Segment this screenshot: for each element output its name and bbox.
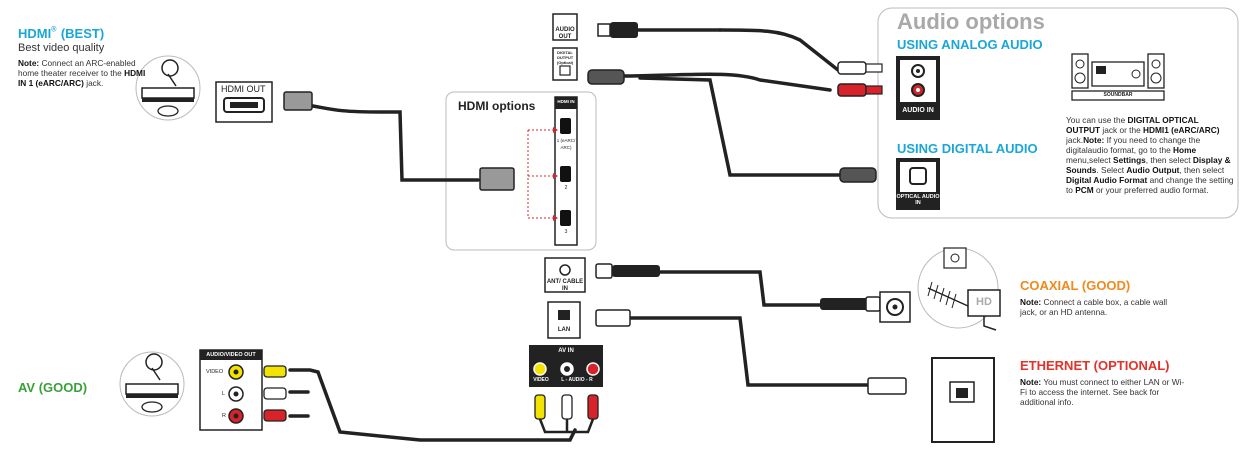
ethernet-title: ETHERNET (OPTIONAL) bbox=[1020, 358, 1170, 373]
audio-note-b3: Note: bbox=[1083, 135, 1105, 145]
av-out-label: AUDIO/VIDEO OUT bbox=[206, 352, 256, 358]
analog-audio-title: USING ANALOG AUDIO bbox=[897, 37, 1043, 52]
ethernet-note-label: Note: bbox=[1020, 377, 1042, 387]
av-audio-label: L - AUDIO - R bbox=[561, 377, 593, 383]
hdmi-rating: (BEST) bbox=[60, 26, 105, 41]
ethernet-note: Note: You must connect to either LAN or … bbox=[1020, 377, 1190, 407]
lan-label: LAN bbox=[557, 327, 571, 333]
hdmi-note-text-2: jack. bbox=[83, 78, 104, 88]
av-in-label: AV IN bbox=[558, 348, 574, 354]
audio-note-4: If you need to change the digitalaudio f… bbox=[1066, 135, 1201, 155]
lan-jack bbox=[547, 301, 581, 339]
audio-note-b4: Home bbox=[1173, 145, 1197, 155]
av-video-label: VIDEO bbox=[533, 377, 549, 383]
audio-note-b6: Display & Sounds bbox=[1066, 155, 1231, 175]
av-video-out-label: VIDEO bbox=[206, 369, 224, 375]
audio-note-2: jack or the bbox=[1100, 125, 1143, 135]
audio-note-8: , then select bbox=[1179, 165, 1225, 175]
optical-audio-in-label: OPTICAL AUDIO IN bbox=[896, 194, 940, 206]
audio-note-1: You can use the bbox=[1066, 115, 1128, 125]
ant-cable-in-jack bbox=[544, 257, 586, 293]
hdmi-port-1 bbox=[560, 118, 571, 134]
av-l-label: L bbox=[222, 391, 226, 397]
hdmi-out-label: HDMI OUT bbox=[221, 84, 266, 94]
hdmi-port-2-label: 2 bbox=[564, 185, 568, 191]
coaxial-note: Note: Connect a cable box, a cable wall … bbox=[1020, 297, 1170, 317]
hdmi-subtitle: Best video quality bbox=[18, 42, 105, 54]
hdmi-note-text-1: Connect an ARC-enabled home theater rece… bbox=[18, 58, 136, 78]
hdmi-note: Note: Connect an ARC-enabled home theate… bbox=[18, 58, 153, 88]
audio-note-3: jack. bbox=[1066, 135, 1084, 145]
hdmi-reg: ® bbox=[51, 26, 57, 34]
rca-red-plug bbox=[837, 83, 867, 97]
hdmi-plug-source bbox=[283, 91, 313, 111]
audio-options-note: You can use the DIGITAL OPTICAL OUTPUT j… bbox=[1066, 115, 1234, 195]
hd-label: HD bbox=[976, 296, 992, 308]
av-r-label: R bbox=[222, 413, 226, 419]
hdmi-port-3-label: 3 bbox=[564, 229, 568, 235]
hdmi-section-header: HDMI® (BEST) bbox=[18, 25, 104, 43]
audio-note-b8: Digital Audio Format bbox=[1066, 175, 1148, 185]
audio-note-b5: Settings bbox=[1113, 155, 1146, 165]
hdmi-plug-tv bbox=[479, 167, 515, 191]
hdmi-in-label: HDMI IN bbox=[557, 99, 575, 104]
av-source-device bbox=[119, 351, 185, 417]
audio-options-title: Audio options bbox=[897, 9, 1045, 34]
home-theater-graphic bbox=[1071, 53, 1165, 101]
audio-note-b9: PCM bbox=[1075, 185, 1094, 195]
audio-note-7: . Select bbox=[1096, 165, 1127, 175]
coaxial-title: COAXIAL (GOOD) bbox=[1020, 278, 1131, 293]
audio-note-10: or your preferred audio format. bbox=[1093, 185, 1209, 195]
audio-out-jack bbox=[552, 13, 578, 41]
hdmi-port-2 bbox=[560, 166, 571, 182]
hdmi-title: HDMI bbox=[18, 26, 52, 41]
hdmi-note-bold: HDMI IN 1 (eARC/ARC) bbox=[18, 68, 146, 88]
audio-note-5: menu,select bbox=[1066, 155, 1114, 165]
hdmi-option-guides bbox=[527, 129, 553, 219]
ethernet-note-text: You must connect to either LAN or Wi-Fi … bbox=[1020, 377, 1185, 407]
hdmi-source-device bbox=[135, 55, 201, 121]
hdmi-note-label: Note: bbox=[18, 58, 40, 68]
audio-note-b7: Audio Output bbox=[1126, 165, 1180, 175]
hdmi-options-title: HDMI options bbox=[458, 99, 536, 113]
coaxial-note-text: Connect a cable box, a cable wall jack, … bbox=[1020, 297, 1168, 317]
av-title: AV (GOOD) bbox=[18, 380, 88, 395]
rca-white-plug bbox=[837, 61, 867, 75]
hd-antenna bbox=[967, 289, 1001, 317]
soundbar-label: SOUNDBAR bbox=[1103, 92, 1133, 98]
audio-in-label: AUDIO IN bbox=[902, 107, 934, 114]
digital-output-label: DIGITAL OUTPUT (Optical) bbox=[556, 50, 574, 65]
digital-audio-title: USING DIGITAL AUDIO bbox=[897, 141, 1038, 156]
audio-note-b1: DIGITAL OPTICAL OUTPUT bbox=[1066, 115, 1199, 135]
hdmi-in-header bbox=[555, 97, 577, 109]
ant-cable-in-label: ANT/ CABLE IN bbox=[546, 279, 584, 292]
hdmi-port-1-label: 1 (eARC/ ARC) bbox=[556, 138, 576, 150]
audio-note-9: and change the setting to bbox=[1066, 175, 1234, 195]
audio-note-6: , then select bbox=[1145, 155, 1193, 165]
audio-note-b2: HDMI1 (eARC/ARC) bbox=[1143, 125, 1220, 135]
hdmi-port-3 bbox=[560, 210, 571, 226]
cables bbox=[288, 28, 872, 442]
audio-out-label: AUDIO OUT bbox=[555, 27, 575, 40]
coaxial-note-label: Note: bbox=[1020, 297, 1042, 307]
